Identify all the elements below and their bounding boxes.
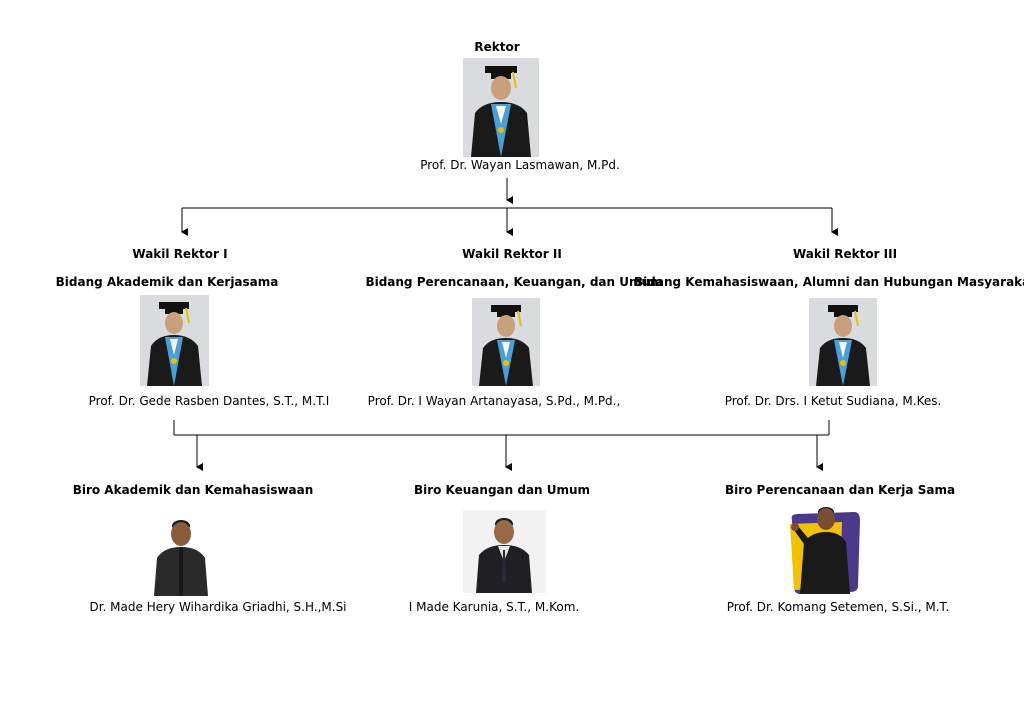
academic-portrait-icon xyxy=(463,58,539,157)
academic-portrait-icon xyxy=(140,295,209,386)
person-portrait-icon xyxy=(463,510,546,593)
biro1-title: Biro Akademik dan Kemahasiswaan xyxy=(72,483,314,497)
vr1-name: Prof. Dr. Gede Rasben Dantes, S.T., M.T.… xyxy=(88,394,330,408)
biro3-title: Biro Perencanaan dan Kerja Sama xyxy=(724,483,956,497)
academic-portrait-icon xyxy=(472,298,540,386)
biro2-photo xyxy=(463,510,546,593)
vr2-name: Prof. Dr. I Wayan Artanayasa, S.Pd., M.P… xyxy=(367,394,621,408)
person-portrait-icon xyxy=(150,512,212,596)
vr3-field: Bidang Kemahasiswaan, Alumni dan Hubunga… xyxy=(634,275,1024,289)
rector-name: Prof. Dr. Wayan Lasmawan, M.Pd. xyxy=(420,158,620,172)
biro2-title: Biro Keuangan dan Umum xyxy=(413,483,591,497)
biro3-name: Prof. Dr. Komang Setemen, S.Si., M.T. xyxy=(726,600,950,614)
person-portrait-icon xyxy=(786,502,862,594)
biro1-photo xyxy=(150,512,212,596)
vr2-title: Wakil Rektor II xyxy=(462,247,562,261)
rector-title: Rektor xyxy=(474,40,520,54)
biro2-name: I Made Karunia, S.T., M.Kom. xyxy=(408,600,580,614)
vr1-title: Wakil Rektor I xyxy=(132,247,228,261)
vr2-field: Bidang Perencanaan, Keuangan, dan Umum xyxy=(365,275,663,289)
vr2-photo xyxy=(472,298,540,386)
vr1-photo xyxy=(140,295,209,386)
vr3-title: Wakil Rektor III xyxy=(792,247,898,261)
vr3-name: Prof. Dr. Drs. I Ketut Sudiana, M.Kes. xyxy=(724,394,942,408)
vr3-photo xyxy=(809,298,877,386)
academic-portrait-icon xyxy=(809,298,877,386)
biro3-photo xyxy=(786,502,862,594)
vr1-field: Bidang Akademik dan Kerjasama xyxy=(55,275,279,289)
rector-photo xyxy=(463,58,539,157)
biro1-name: Dr. Made Hery Wihardika Griadhi, S.H.,M.… xyxy=(89,600,347,614)
